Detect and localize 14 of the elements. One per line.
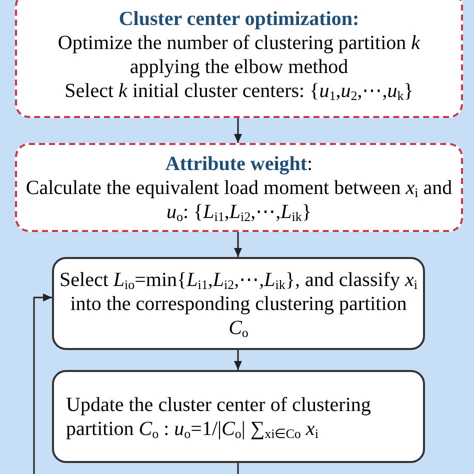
process-box — [52, 257, 425, 350]
box-heading: Attribute weight: — [165, 152, 313, 176]
box-text: Select k initial cluster centers: {u$_{1}$,u$_{2}$,⋯,u$_{k}$} — [64, 79, 414, 103]
box-text: Select L$_{io}$=min{L$_{i1}$,L$_{i2}$,⋯,L$_{ik}$}, and classify x$_{i}$ into the corresponding clustering partition C$_{o}$ — [58, 268, 418, 340]
arrow — [234, 232, 242, 257]
arrow — [234, 350, 242, 370]
process-box — [15, 0, 463, 118]
box-text: Update the cluster center of clustering partition C$_{o}$ : u$_{o}$=1/|C$_{o}$| ∑$_{xi∈Co}$ x$_{i}$ — [65, 392, 372, 440]
box-heading: Cluster center optimization: — [118, 7, 360, 31]
arrow — [234, 118, 242, 143]
process-box — [52, 370, 425, 463]
box-text: Calculate the equivalent load moment between x$_{i}$ and u$_{o}$: {L$_{i1}$,L$_{i2}$,⋯,L$_{ik}$} — [24, 176, 454, 224]
process-box — [15, 143, 463, 232]
arrow — [33, 294, 52, 474]
